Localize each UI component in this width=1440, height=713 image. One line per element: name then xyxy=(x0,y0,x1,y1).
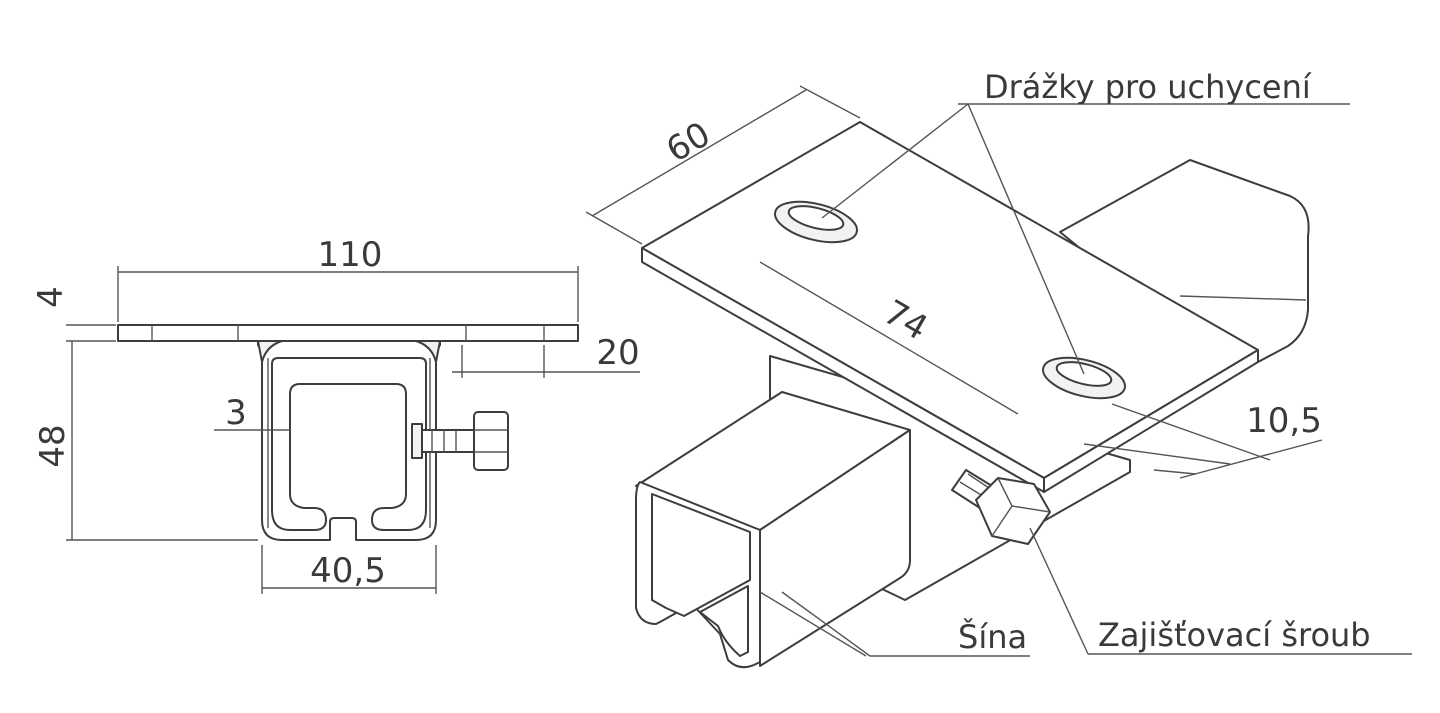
dim-rail-width: 40,5 xyxy=(310,551,386,591)
dim-width-total: 110 xyxy=(318,235,383,275)
cross-section-dimensions xyxy=(66,266,640,594)
cross-section-view: 110 4 48 3 20 40,5 xyxy=(31,235,640,594)
dim-height: 48 xyxy=(33,424,73,467)
locking-screw-section xyxy=(411,411,509,471)
dim-plate-thickness: 4 xyxy=(31,286,71,308)
locking-screw xyxy=(951,469,1051,545)
label-screw: Zajišťovací šroub xyxy=(1098,616,1371,654)
label-slots: Drážky pro uchycení xyxy=(984,68,1312,106)
dim-edge-offset: 20 xyxy=(596,333,639,373)
rail-back-segment xyxy=(1059,159,1310,363)
rail-profile-inner xyxy=(271,357,427,531)
dim-plate-depth: 60 xyxy=(660,114,717,170)
mounting-plate-section xyxy=(117,324,579,342)
dim-wall: 3 xyxy=(225,393,247,433)
leader-lines xyxy=(781,103,1412,657)
isometric-dimensions xyxy=(585,85,1323,479)
label-rail: Šína xyxy=(958,617,1027,656)
isometric-view: 60 74 10,5 Drážky pro uchycení Šína Zaji… xyxy=(585,68,1412,669)
dim-slot-width: 10,5 xyxy=(1246,401,1322,441)
rail-front-right xyxy=(759,429,911,667)
